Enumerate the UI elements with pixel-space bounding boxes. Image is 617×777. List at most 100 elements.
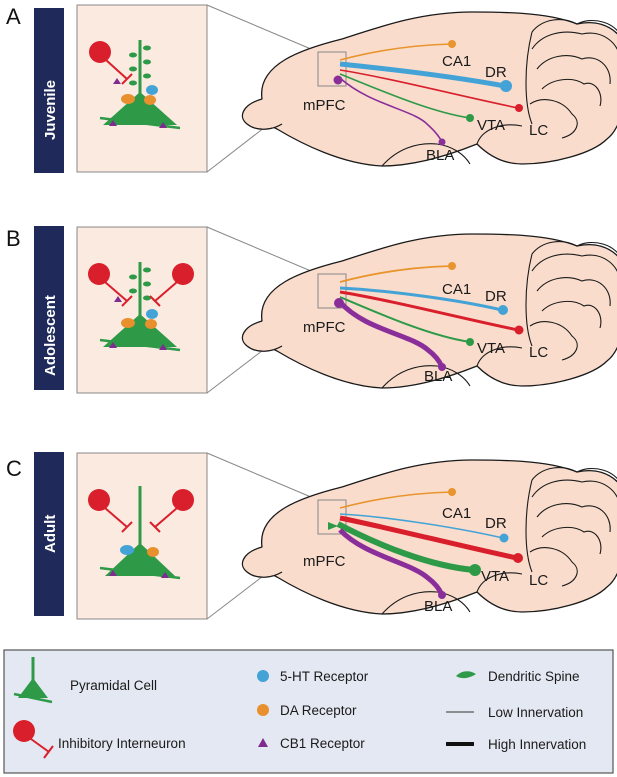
target-ca1: [448, 488, 456, 496]
stage-label: Adult: [42, 515, 59, 553]
target-ca1: [448, 262, 456, 270]
label-lc: LC: [529, 122, 548, 139]
label-vta: VTA: [477, 117, 505, 134]
mpfc-soma: [328, 522, 338, 530]
legend-spine-icon: [456, 671, 476, 679]
cb1-receptor: [114, 296, 122, 302]
target-lc: [514, 325, 524, 335]
legend-low-label: Low Innervation: [488, 705, 583, 720]
legend-ht-label: 5-HT Receptor: [280, 669, 369, 684]
projection-lc: [339, 290, 519, 332]
ht-receptor: [146, 309, 158, 319]
stage-label: Juvenile: [42, 80, 59, 140]
target-dr: [499, 533, 509, 543]
label-dr: DR: [485, 288, 507, 305]
da-receptor: [121, 94, 135, 104]
inset-box: [76, 452, 208, 620]
inhibitory-interneuron: [88, 263, 133, 307]
cb1-receptor: [159, 122, 167, 128]
panel-letter: B: [6, 226, 21, 251]
ht-receptor: [146, 85, 158, 95]
legend-cb1-label: CB1 Receptor: [280, 736, 365, 751]
label-ca1: CA1: [442, 505, 471, 522]
stage-label: Adolescent: [42, 295, 59, 376]
panel-a: A Juvenile: [6, 4, 617, 173]
panel-letter: A: [6, 4, 21, 29]
target-vta: [466, 338, 474, 346]
projection-bla: [339, 77, 443, 143]
label-lc: LC: [529, 344, 548, 361]
projection-vta: [339, 296, 471, 343]
legend: Pyramidal Cell Inhibitory Interneuron 5-…: [3, 649, 614, 774]
mpfc-box: [317, 51, 347, 87]
target-lc: [513, 553, 523, 563]
target-bla: [438, 138, 446, 146]
inset-box: [76, 226, 208, 394]
target-bla: [438, 591, 446, 599]
mpfc-box: [317, 273, 347, 309]
cb1-receptor: [159, 344, 167, 350]
legend-cb1-icon: [258, 738, 268, 747]
target-dr: [498, 305, 508, 315]
panel-letter: C: [6, 456, 22, 481]
label-vta: VTA: [477, 340, 505, 357]
legend-da-icon: [257, 704, 269, 716]
label-ca1: CA1: [442, 53, 471, 70]
zoom-line: [206, 226, 319, 275]
zoom-line: [206, 4, 319, 53]
label-lc: LC: [529, 572, 548, 589]
legend-interneuron-icon: [13, 720, 54, 759]
target-ca1: [448, 40, 456, 48]
label-mpfc: mPFC: [303, 553, 346, 570]
label-ca1: CA1: [442, 281, 471, 298]
target-vta: [469, 564, 481, 576]
legend-high-label: High Innervation: [488, 737, 586, 752]
stage-bar: [34, 8, 64, 173]
projection-vta: [336, 521, 475, 573]
label-mpfc: mPFC: [303, 319, 346, 336]
target-bla: [438, 363, 446, 371]
projection-lc: [339, 69, 519, 109]
label-dr: DR: [485, 515, 507, 532]
projection-ca1: [339, 265, 453, 283]
projection-ca1: [339, 491, 453, 509]
inhibitory-interneuron: [149, 263, 194, 307]
da-receptor: [121, 318, 135, 328]
mpfc-soma: [333, 75, 343, 85]
zoom-line: [206, 452, 319, 501]
target-dr: [500, 80, 512, 92]
legend-ht-icon: [257, 670, 269, 682]
inhibitory-interneuron: [88, 489, 133, 533]
panel-c: C Adult: [6, 452, 617, 620]
projection-ca1: [339, 43, 453, 61]
da-receptor: [145, 319, 157, 329]
stage-bar: [34, 452, 64, 616]
mpfc-soma: [334, 298, 344, 308]
ht-receptor: [120, 545, 134, 555]
cb1-receptor: [109, 120, 117, 126]
legend-spine-label: Dendritic Spine: [488, 669, 580, 684]
legend-pyramidal-label: Pyramidal Cell: [70, 678, 157, 693]
pyramidal-cell: [99, 262, 181, 352]
target-vta: [466, 114, 474, 122]
stage-bar: [34, 226, 64, 390]
cb1-receptor: [109, 570, 117, 576]
legend-interneuron-label: Inhibitory Interneuron: [58, 736, 186, 751]
inset-box: [76, 4, 208, 173]
projection-bla: [338, 300, 445, 368]
label-bla: BLA: [424, 368, 452, 385]
cb1-receptor: [161, 572, 169, 578]
projection-dr: [339, 61, 506, 89]
projection-vta: [339, 73, 471, 119]
cb1-receptor: [113, 78, 121, 84]
projection-bla: [338, 528, 445, 596]
legend-da-label: DA Receptor: [280, 703, 357, 718]
projection-dr: [339, 286, 503, 312]
inhibitory-interneuron: [149, 489, 194, 533]
projection-lc: [339, 515, 518, 561]
label-mpfc: mPFC: [303, 97, 346, 114]
da-receptor: [144, 95, 156, 105]
target-lc: [515, 104, 523, 112]
